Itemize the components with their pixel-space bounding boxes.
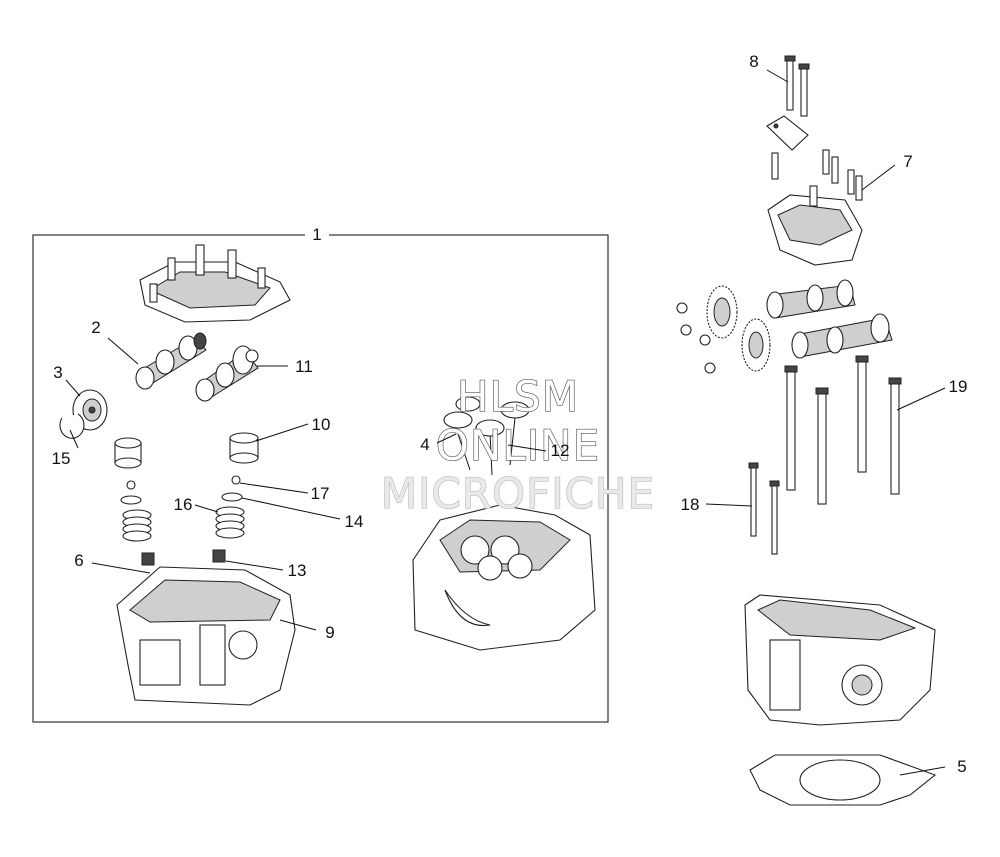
exhaust-camshaft	[195, 345, 259, 402]
chain-guide-bracket	[766, 115, 809, 151]
callout-19: 19	[949, 377, 968, 396]
watermark-line2: ONLINE	[436, 421, 600, 470]
camshaft-holder	[139, 244, 291, 323]
camshaft-upper-right	[766, 279, 856, 319]
callout-9: 9	[325, 623, 334, 642]
cylinder-head-bolts-short	[748, 462, 780, 555]
callout-13: 13	[288, 561, 307, 580]
valve-keeper-retainer-right	[221, 475, 243, 502]
callout-18: 18	[681, 495, 700, 514]
valve-lifter-left	[114, 437, 142, 469]
callout-4: 4	[420, 435, 429, 454]
callout-15: 15	[52, 449, 71, 468]
camshaft-lower-right	[791, 313, 893, 359]
leader-lines	[65, 69, 946, 776]
callout-12: 12	[551, 441, 570, 460]
callout-6: 6	[74, 551, 83, 570]
callout-10: 10	[312, 415, 331, 434]
cylinder-head-assembled	[744, 594, 936, 726]
cylinder-head-bolts-long	[784, 355, 902, 505]
callout-1: 1	[312, 225, 321, 244]
callout-17: 17	[311, 484, 330, 503]
callout-16: 16	[174, 495, 193, 514]
watermark-line3: MICROFICHE	[381, 469, 655, 518]
callout-5: 5	[957, 757, 966, 776]
valve-keeper-retainer-left	[120, 480, 142, 505]
callout-11: 11	[295, 357, 313, 376]
camshaft-holder-right	[767, 185, 863, 266]
sprocket-bolts	[676, 302, 716, 374]
valve-stem-seals	[141, 549, 226, 566]
long-bolts-upper	[784, 55, 810, 117]
callout-8: 8	[749, 52, 758, 71]
valve-set	[443, 396, 530, 476]
short-bolts	[771, 149, 863, 201]
callout-14: 14	[345, 512, 364, 531]
valve-lifter-right	[229, 432, 259, 464]
head-gasket	[749, 754, 937, 806]
cam-sprocket-lower	[741, 318, 771, 372]
callout-3: 3	[53, 363, 62, 382]
cylinder-head	[116, 566, 296, 706]
valve-spring-right	[215, 506, 245, 539]
cam-sprocket-upper	[706, 285, 738, 339]
intake-camshaft	[135, 332, 207, 390]
cylinder-block	[412, 504, 596, 651]
watermark: HLSM ONLINE MICROFICHE	[380, 371, 655, 518]
callout-7: 7	[903, 152, 912, 171]
valve-spring-left	[122, 509, 152, 542]
callout-labels: 1 2 3 4 5 6 7 8 9 10 11 12 13 14 15 16 1…	[52, 52, 968, 776]
circlip	[59, 413, 85, 439]
watermark-line1: HLSM	[457, 372, 579, 421]
callout-2: 2	[91, 318, 100, 337]
